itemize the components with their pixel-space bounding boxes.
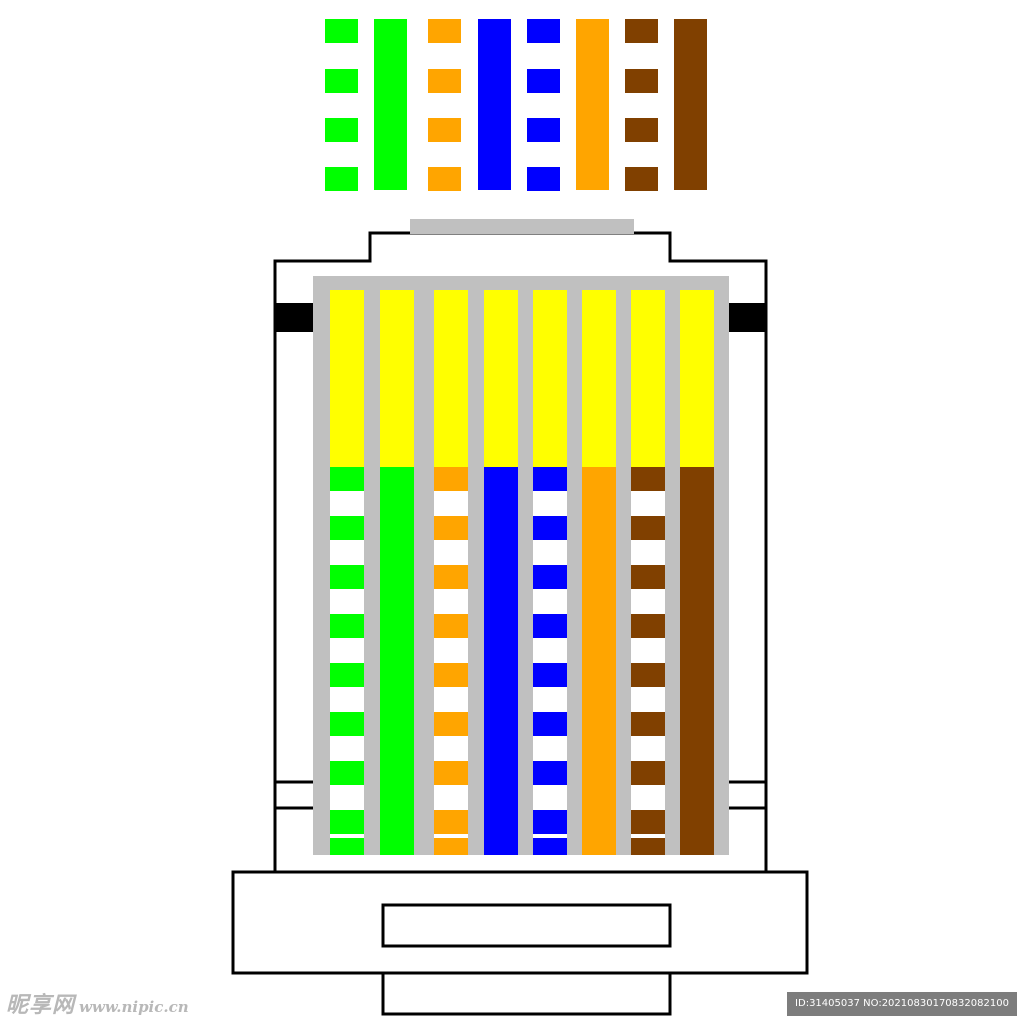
top-wire-1-stripe [325,19,358,43]
plug-wire-7-stripe [631,467,665,491]
contact-pin-8 [680,290,714,467]
top-wire-3-stripe [428,69,461,93]
top-wire-3-stripe [428,19,461,43]
right-clip [729,303,767,332]
top-wire-1-stripe [325,167,358,191]
contact-pin-5 [533,290,567,467]
boot-outer [231,870,809,975]
plug-wire-3-stripe [434,565,468,589]
left-clip [275,303,313,332]
top-wire-2 [374,19,407,190]
plug-wire-3-end [434,838,468,855]
top-wire-5-stripe [527,118,560,142]
plug-wire-5-stripe [533,761,567,785]
plug-wire-1-stripe [330,565,364,589]
top-wire-4 [478,19,511,190]
plug-wire-7-stripe [631,614,665,638]
top-wire-7-stripe [625,19,658,43]
plug-wire-8 [680,467,714,855]
top-wire-8 [674,19,707,190]
plug-wire-1-stripe [330,761,364,785]
plug-wire-5-stripe [533,614,567,638]
plug-wire-7-stripe [631,565,665,589]
top-wire-3-stripe [428,118,461,142]
plug-wire-1-stripe [330,810,364,834]
plug-wire-7-end [631,838,665,855]
plug-wire-7-stripe [631,663,665,687]
plug-wire-3-stripe [434,761,468,785]
plug-wire-1-stripe [330,467,364,491]
plug-wire-7-stripe [631,516,665,540]
top-wire-7-stripe [625,69,658,93]
top-wire-1-stripe [325,69,358,93]
top-wire-6 [576,19,609,190]
top-wire-fan [325,19,707,191]
contact-pin-7 [631,290,665,467]
plug-wire-1-stripe [330,712,364,736]
top-wire-5-stripe [527,167,560,191]
contact-pin-3 [434,290,468,467]
plug-wire-5-stripe [533,810,567,834]
watermark-url: www.nipic.cn [79,998,189,1016]
top-wire-7-stripe [625,167,658,191]
plug-wire-4 [484,467,518,855]
plug-wire-1-stripe [330,663,364,687]
plug-wire-7-stripe [631,712,665,736]
top-wire-5-stripe [527,69,560,93]
plug-wire-3-stripe [434,516,468,540]
plug-wire-5-stripe [533,712,567,736]
plug-wire-1-end [330,838,364,855]
plug-wire-2 [380,467,414,855]
cable-stub [381,973,672,1016]
plug-wire-5-end [533,838,567,855]
watermark-site-name: 昵享网 [6,992,76,1018]
latch-tab [410,219,634,234]
contact-pin-6 [582,290,616,467]
top-wire-1-stripe [325,118,358,142]
plug-wire-3-stripe [434,663,468,687]
plug-wire-array [330,290,714,855]
plug-wire-5-stripe [533,663,567,687]
top-wire-7-stripe [625,118,658,142]
plug-wire-1-stripe [330,614,364,638]
plug-wire-3-stripe [434,810,468,834]
plug-wire-5-stripe [533,516,567,540]
plug-wire-7-stripe [631,761,665,785]
top-wire-3-stripe [428,167,461,191]
contact-housing [313,276,729,855]
plug-wire-3-stripe [434,614,468,638]
contact-pin-2 [380,290,414,467]
plug-wire-5-stripe [533,467,567,491]
watermark-id: ID:31405037 NO:20210830170832082100 [787,992,1017,1016]
contact-pin-4 [484,290,518,467]
top-wire-5-stripe [527,19,560,43]
plug-wire-3-stripe [434,712,468,736]
plug-wire-7-stripe [631,810,665,834]
boot-inner-slot [381,903,672,948]
plug-wire-3-stripe [434,467,468,491]
plug-wire-6 [582,467,616,855]
plug-wire-1-stripe [330,516,364,540]
plug-wire-5-stripe [533,565,567,589]
contact-pin-1 [330,290,364,467]
